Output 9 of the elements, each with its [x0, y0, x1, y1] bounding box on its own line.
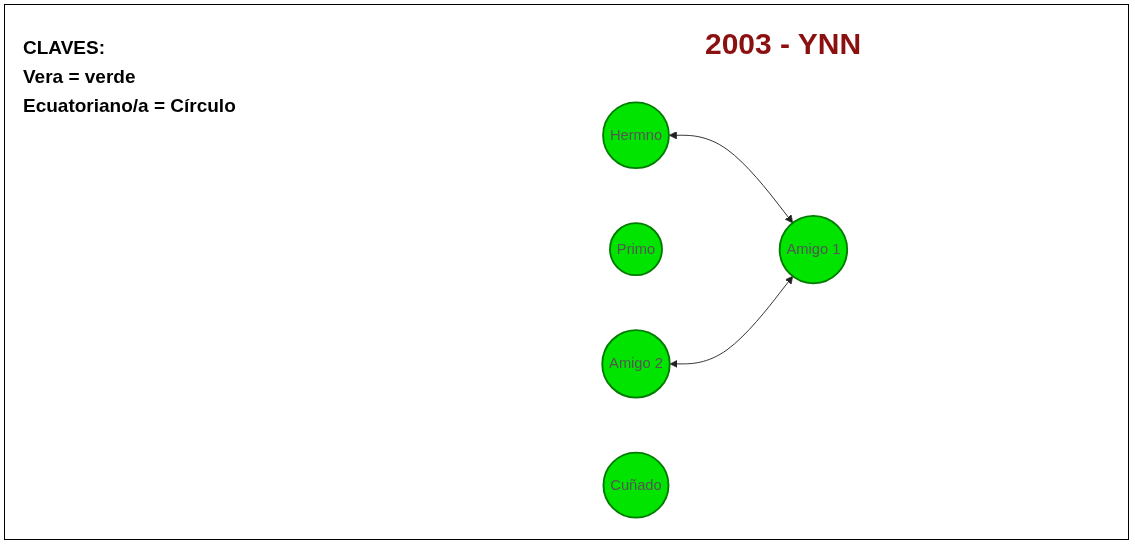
key-note: Ecuatoriano/a = Círculo: [23, 94, 236, 118]
node-circle: Hermno: [602, 101, 671, 170]
node-circle: Amigo 2: [601, 329, 671, 399]
node-circle: Cuñado: [602, 451, 670, 519]
key-note: Vera = verde: [23, 65, 136, 89]
node-circle: Amigo 1: [779, 214, 849, 285]
key-heading: CLAVES:: [23, 36, 105, 60]
node-circle: Primo: [609, 222, 664, 277]
diagram-title: 2003 - YNN: [705, 27, 862, 61]
